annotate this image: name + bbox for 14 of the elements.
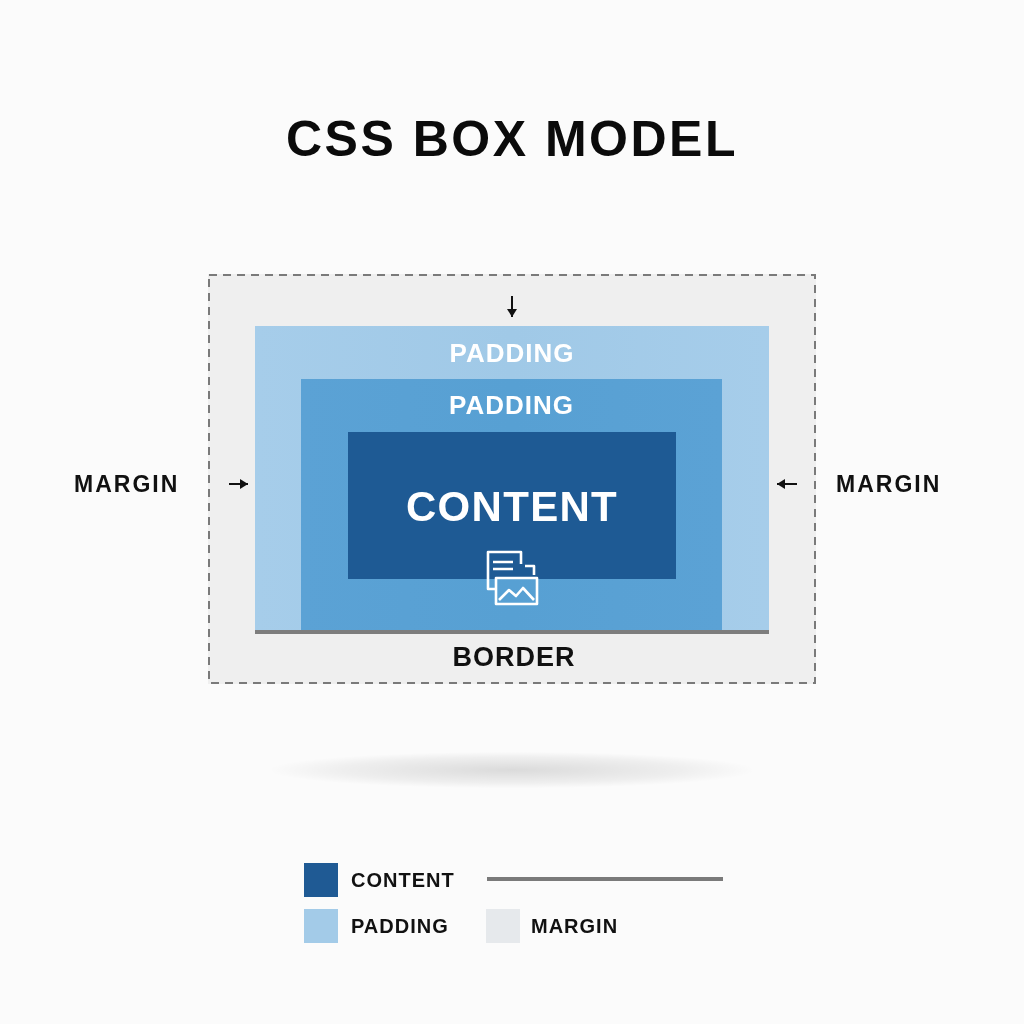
margin-label: MARGIN [74, 470, 180, 498]
legend-label: PADDING [351, 914, 449, 939]
legend-label: MARGIN [531, 914, 619, 939]
padding-label: PADDING [449, 338, 575, 368]
padding-area [255, 326, 769, 634]
title: CSS BOX MODEL [286, 110, 738, 168]
margin-area [208, 274, 816, 684]
padding-area [301, 379, 722, 630]
margin-label: MARGIN [836, 470, 942, 498]
content-area [348, 432, 676, 579]
border-label: BORDER [452, 641, 576, 673]
content-label: CONTENT [405, 483, 619, 531]
legend-label: CONTENT [351, 868, 455, 893]
padding-label: PADDING [449, 390, 574, 420]
